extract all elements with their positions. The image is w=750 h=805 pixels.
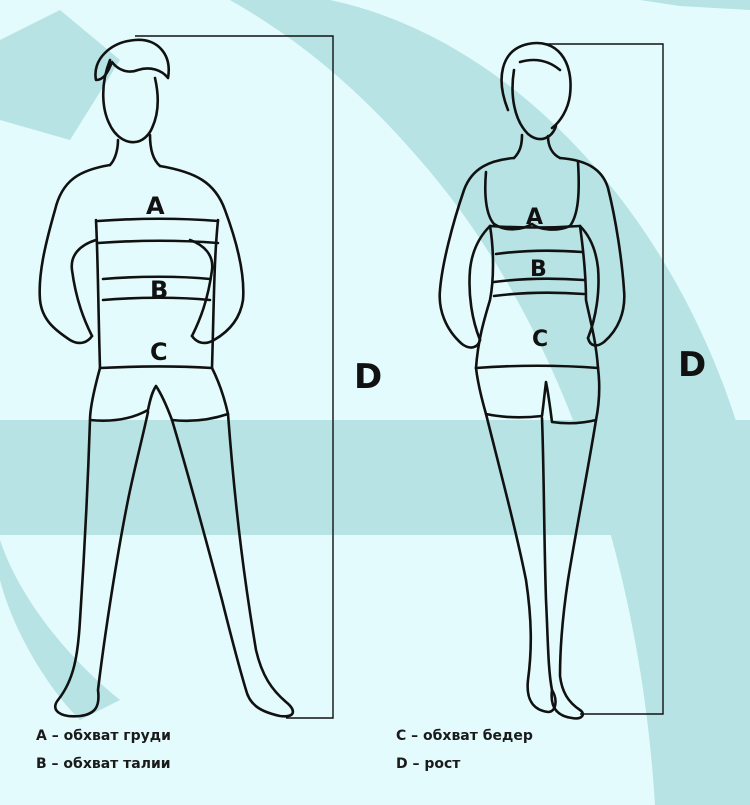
watermark-band: [0, 420, 750, 535]
male-head: [101, 58, 160, 144]
male-shorts: [88, 366, 230, 423]
watermark-lower-arc: [0, 540, 120, 720]
male-torso-left: [94, 218, 102, 370]
female-right-leg: [550, 418, 598, 720]
female-label-b: B: [530, 257, 547, 282]
legend-chest: A – обхват груди: [36, 728, 171, 744]
legend-height: D – рост: [396, 756, 461, 772]
legend-hips: C – обхват бедер: [396, 728, 533, 744]
male-neck: [108, 138, 120, 167]
male-left-leg: [53, 410, 150, 718]
male-left-arm: [38, 163, 112, 345]
female-torso-right: [578, 224, 600, 370]
male-torso-right: [210, 218, 220, 370]
male-label-d: D: [354, 357, 382, 397]
male-label-a: A: [146, 192, 165, 220]
female-figure: [438, 41, 626, 720]
watermark-arrow: [0, 10, 120, 140]
female-left-arm: [438, 156, 516, 349]
female-label-a: A: [526, 205, 543, 230]
female-label-d: D: [678, 345, 706, 385]
male-label-c: C: [150, 338, 168, 366]
male-figure: [38, 38, 295, 718]
watermark-arc: [230, 0, 750, 805]
female-hair: [500, 41, 572, 130]
male-height-bracket: [135, 35, 334, 719]
male-hair: [94, 38, 170, 82]
female-height-bracket: [544, 43, 664, 715]
male-label-b: B: [150, 276, 168, 304]
female-right-arm: [558, 156, 626, 347]
female-face: [511, 68, 558, 141]
male-right-arm: [158, 164, 245, 345]
female-torso-left: [474, 224, 495, 370]
male-right-leg: [170, 412, 295, 718]
legend-waist: B – обхват талии: [36, 756, 171, 772]
watermark-top-right: [640, 0, 750, 10]
female-left-leg: [484, 412, 557, 714]
female-label-c: C: [532, 327, 548, 352]
female-bra: [483, 160, 581, 231]
